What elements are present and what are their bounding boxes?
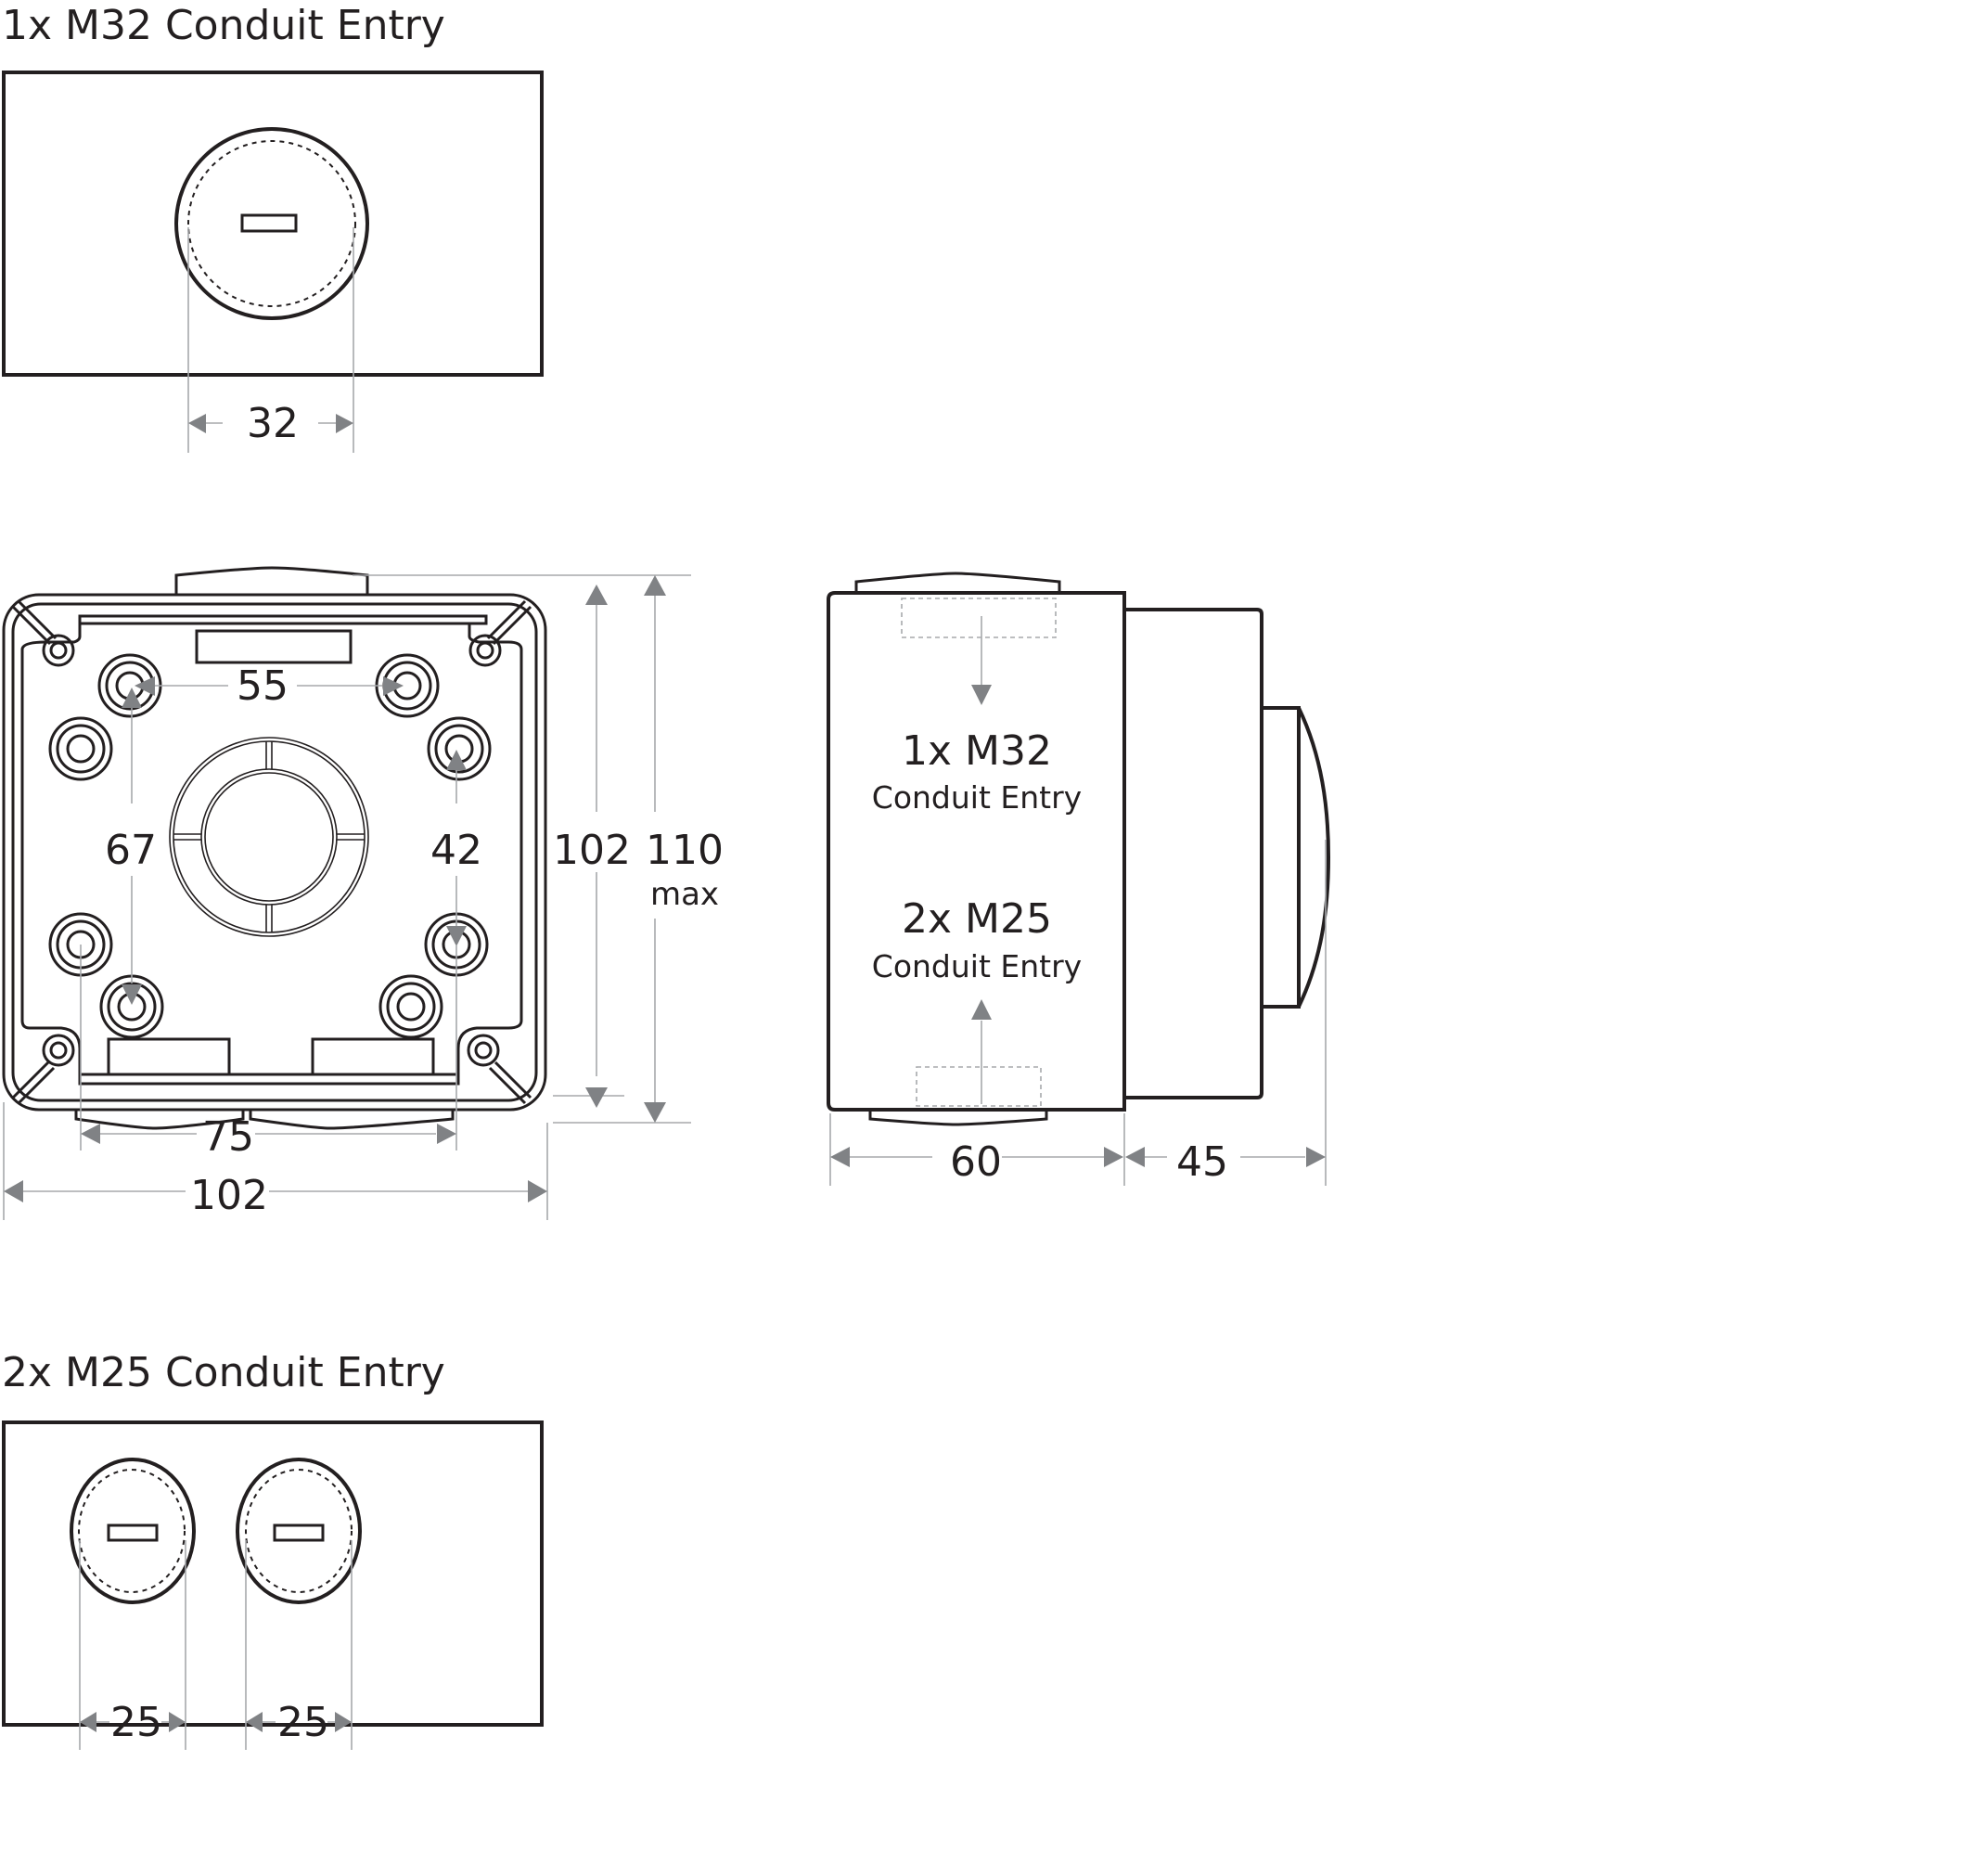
arrow-left-icon [188,414,206,433]
svg-text:25: 25 [277,1699,329,1746]
m32-section-title: 1x M32 Conduit Entry [2,2,445,49]
top-entry-block [195,629,353,664]
arrow-down-icon [122,984,142,1005]
arrow-down-icon [644,1102,666,1123]
arrow-left-icon [80,1712,96,1732]
side-bottom-entry-sublabel: Conduit Entry [872,948,1082,984]
arrow-down-icon [446,926,467,946]
m32-dimension: 32 [187,227,354,453]
svg-text:102: 102 [553,827,631,874]
arrow-right-icon [383,676,404,696]
dim-75: 75 [80,945,457,1161]
arrow-up-icon [122,688,142,708]
arrow-up-icon [644,575,666,596]
arrow-right-icon [437,1124,456,1144]
side-window-dome [1297,707,1331,1008]
svg-text:25: 25 [110,1699,162,1746]
m25-entry-section: 2x M25 Conduit Entry 25 [2,1349,544,1750]
arrow-left-icon [4,1180,23,1202]
arrow-up-icon [446,750,467,770]
arrow-right-icon [335,1712,352,1732]
m32-end-panel [2,71,544,377]
svg-text:110: 110 [646,827,724,874]
bottom-entry-block-left [107,1037,231,1076]
central-knockout-icon [169,737,369,937]
m25-knockout-right-icon [236,1458,362,1604]
side-window-frame [1262,706,1301,1009]
front-top-entry-cap [174,566,369,594]
dim-45: 45 [1125,840,1327,1186]
side-top-entry-sublabel: Conduit Entry [872,779,1082,816]
side-lid [1124,608,1263,1099]
arrow-down-icon [585,1087,608,1108]
side-view: 1x M32 Conduit Entry 2x M25 Conduit Entr… [827,572,1331,1186]
arrow-right-icon [528,1180,547,1202]
m25-dimension-right: 25 [245,1540,353,1750]
arrow-down-icon [971,685,992,705]
svg-text:45: 45 [1176,1138,1228,1186]
front-view: 55 67 42 102 [2,566,724,1220]
svg-text:42: 42 [430,827,482,874]
dim-width-102: 102 [3,1102,548,1220]
dim-67: 67 [105,688,157,1005]
dim-height-102: 102 [353,574,691,1124]
arrow-right-icon [336,414,353,433]
arrow-up-icon [585,585,608,605]
front-bottom-entry-cap-left [74,1110,245,1130]
arrow-up-icon [971,999,992,1020]
svg-text:60: 60 [950,1138,1002,1186]
svg-text:67: 67 [105,827,157,874]
m25-section-title: 2x M25 Conduit Entry [2,1349,445,1396]
svg-text:102: 102 [190,1172,268,1219]
arrow-left-icon [830,1147,850,1167]
dim-55: 55 [135,662,404,710]
enclosure-inner-edge [11,602,538,1102]
hidden-top-entry [901,598,1057,638]
dim-height-110-max: 110 max [644,575,724,1123]
arrow-left-icon [246,1712,263,1732]
arrow-right-icon [1104,1147,1123,1167]
side-top-entry-label: 1x M32 [902,727,1052,775]
side-body [827,591,1126,1112]
svg-text:55: 55 [237,662,289,710]
m25-dimension-left: 25 [79,1540,186,1750]
m32-knockout-icon [174,127,369,320]
dim-42: 42 [430,750,482,946]
arrow-left-icon [135,676,155,696]
enclosure-cavity [20,623,523,1086]
arrow-right-icon [169,1712,186,1732]
hidden-bottom-entry [916,1066,1042,1107]
svg-text:75: 75 [202,1113,254,1161]
arrow-left-icon [1125,1147,1145,1167]
side-top-gland-cap [854,572,1061,593]
m32-diameter-label: 32 [247,400,299,447]
enclosure-outer-edge [2,593,547,1112]
corner-screw-icons [11,599,532,1105]
side-bottom-gland-cap [868,1110,1048,1126]
side-bottom-entry-label: 2x M25 [902,895,1052,943]
arrow-left-icon [81,1124,100,1144]
m25-knockout-left-icon [70,1458,196,1604]
arrow-right-icon [1306,1147,1326,1167]
svg-text:max: max [650,876,719,913]
front-bottom-entry-cap-right [249,1110,455,1130]
dim-60: 60 [829,1113,1125,1186]
m32-entry-section: 1x M32 Conduit Entry 32 [2,2,544,453]
bottom-entry-block-right [311,1037,435,1076]
m25-end-panel [2,1420,544,1727]
